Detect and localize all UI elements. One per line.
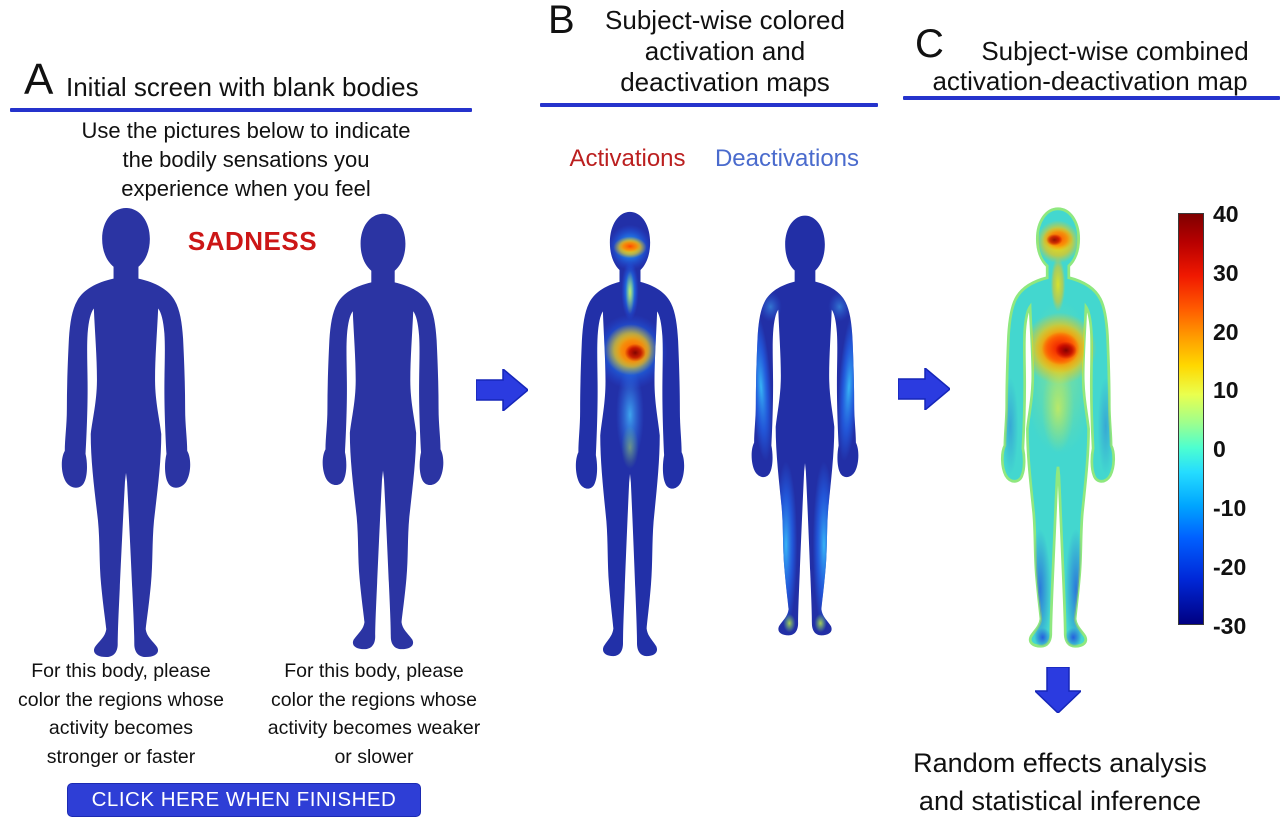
colorbar-tick: -10: [1213, 495, 1247, 521]
panel-c-label: C: [915, 22, 944, 66]
activations-label: Activations: [569, 145, 686, 172]
footer-text: Random effects analysis and statistical …: [913, 748, 1207, 816]
down-arrow-icon: [1035, 667, 1081, 713]
blank-body-stronger[interactable]: [43, 202, 209, 662]
deactivation-map-body: [751, 215, 859, 636]
panel-c-title-line1: Subject-wise combined: [981, 36, 1249, 66]
colorbar-tick: 40: [1213, 201, 1239, 227]
combined-map-body: [1000, 207, 1116, 648]
colorbar-tick: 10: [1213, 377, 1239, 403]
caption-weaker: For this body, please color the regions …: [267, 660, 481, 768]
colorbar-tick: 30: [1213, 260, 1239, 286]
colorbar-tick: 20: [1213, 319, 1239, 345]
blank-body-weaker[interactable]: [305, 208, 461, 654]
panel-a-label: A: [24, 55, 54, 104]
deactivations-label: Deactivations: [714, 145, 860, 172]
activation-map-body: [575, 211, 685, 657]
finish-button[interactable]: CLICK HERE WHEN FINISHED: [67, 783, 421, 817]
right-arrow-icon: [898, 368, 950, 410]
panel-b-title: Subject-wise colored activation and deac…: [605, 5, 845, 97]
caption-stronger: For this body, please color the regions …: [18, 660, 224, 768]
right-arrow-icon: [476, 369, 528, 411]
colorbar: [1178, 213, 1204, 625]
panel-a-title: Initial screen with blank bodies: [66, 72, 419, 102]
panel-c-divider: [903, 96, 1280, 100]
colorbar-tick: -30: [1213, 613, 1247, 639]
instruction-text: Use the pictures below to indicate the b…: [81, 118, 411, 201]
panel-a-divider: [10, 108, 472, 112]
panel-b-label: B: [548, 0, 575, 42]
colorbar-tick: 0: [1213, 436, 1226, 462]
panel-c-title-line2: activation-deactivation map: [932, 66, 1248, 96]
colorbar-tick: -20: [1213, 554, 1247, 580]
emotion-label: SADNESS: [187, 226, 318, 256]
panel-b-divider: [540, 103, 878, 107]
